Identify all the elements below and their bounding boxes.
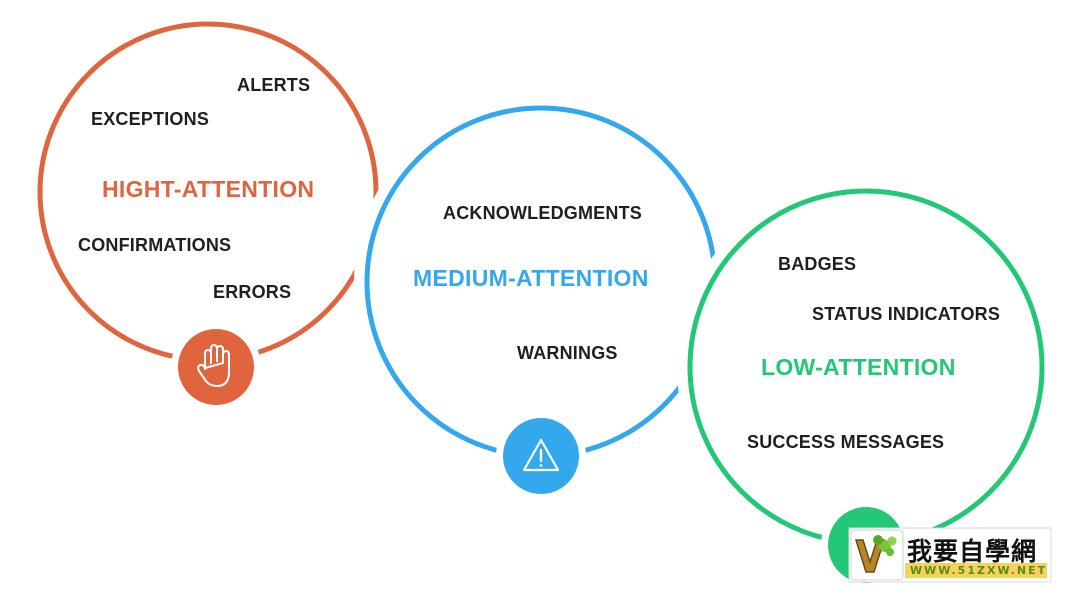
label-confirmations: CONFIRMATIONS [78,235,232,255]
watermark-logo [848,527,1052,583]
label-alerts: ALERTS [237,75,311,95]
label-success-messages: SUCCESS MESSAGES [747,432,945,452]
label-acknowledgments: ACKNOWLEDGMENTS [443,203,642,223]
label-status-indicators: STATUS INDICATORS [812,304,1001,324]
low-attention-title: LOW-ATTENTION [761,354,956,380]
label-errors: ERRORS [213,282,292,302]
watermark-title: 我要自學網 [907,537,1038,566]
label-exceptions: EXCEPTIONS [91,109,210,129]
medium-attention-title: MEDIUM-ATTENTION [413,265,649,291]
high-attention-title: HIGHT-ATTENTION [102,176,315,202]
label-badges: BADGES [778,254,857,274]
label-warnings: WARNINGS [517,343,618,363]
hand-icon [171,322,261,412]
warning-triangle-icon [496,411,586,501]
watermark-url: WWW.51ZXW.NET [910,564,1048,577]
